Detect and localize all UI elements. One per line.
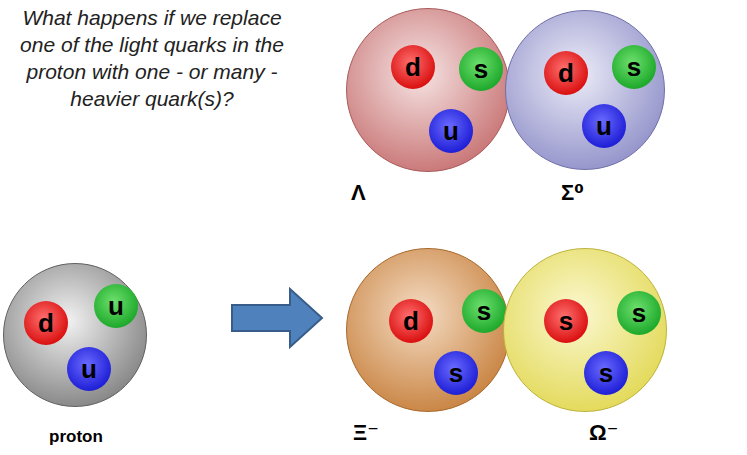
quark-circle: s	[459, 47, 503, 91]
quark-letter: d	[403, 308, 419, 334]
particle-name: Σ⁰	[561, 181, 584, 205]
quark-letter: d	[405, 54, 421, 80]
quark-circle: s	[617, 291, 661, 335]
baryon-circle: protonduu	[3, 263, 147, 407]
quark-circle: s	[612, 45, 656, 89]
quark-letter: u	[596, 113, 612, 139]
baryon-circle: Ξ⁻dss	[346, 248, 510, 412]
quark-letter: s	[474, 56, 488, 82]
quark-letter: s	[627, 54, 641, 80]
quark-circle: d	[24, 301, 68, 345]
quark-letter: s	[559, 308, 573, 334]
quark-letter: u	[81, 356, 97, 382]
quark-circle: s	[544, 299, 588, 343]
particle-name: proton	[4, 428, 148, 447]
particle-name: Ξ⁻	[353, 421, 379, 445]
quark-letter: d	[38, 310, 54, 336]
quark-letter: s	[599, 360, 613, 386]
baryon-circle: Σ⁰dsu	[505, 10, 665, 170]
quark-circle: u	[67, 347, 111, 391]
quark-letter: u	[108, 293, 124, 319]
quark-circle: d	[389, 299, 433, 343]
block-arrow	[232, 289, 322, 347]
particle-name: Λ	[351, 181, 366, 205]
particle-name: Ω⁻	[589, 421, 618, 445]
quark-letter: s	[477, 298, 491, 324]
quark-letter: u	[443, 118, 459, 144]
quark-circle: d	[544, 51, 588, 95]
quark-letter: d	[558, 60, 574, 86]
quark-circle: s	[462, 289, 506, 333]
question-text: What happens if we replace one of the li…	[2, 4, 302, 112]
quark-circle: u	[429, 109, 473, 153]
quark-circle: d	[391, 45, 435, 89]
baryon-circle: Ω⁻sss	[503, 248, 667, 412]
quark-circle: u	[94, 284, 138, 328]
baryon-circle: Λdsu	[346, 8, 510, 172]
quark-circle: u	[582, 104, 626, 148]
quark-circle: s	[584, 351, 628, 395]
quark-circle: s	[434, 351, 478, 395]
quark-letter: s	[449, 360, 463, 386]
quark-letter: s	[632, 300, 646, 326]
